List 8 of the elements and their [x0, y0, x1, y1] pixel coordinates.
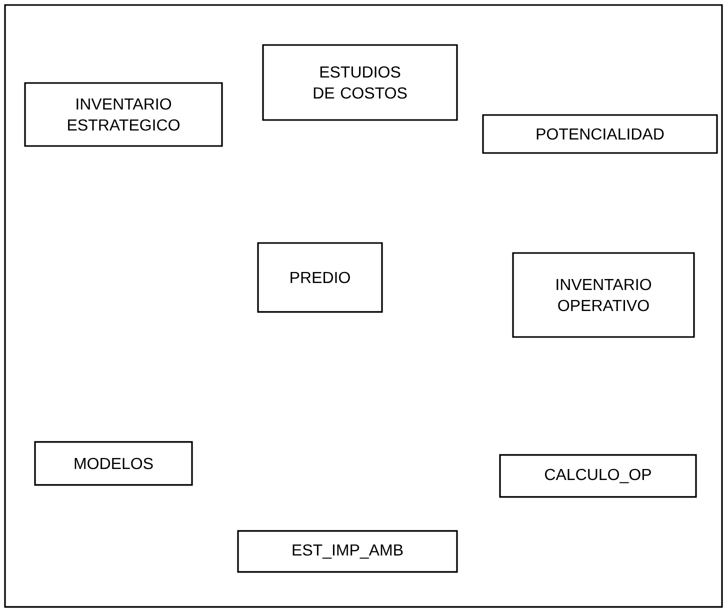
box: MODELOS: [34, 441, 193, 486]
box: INVENTARIO OPERATIVO: [512, 252, 695, 338]
box: PREDIO: [257, 242, 383, 313]
box: EST_IMP_AMB: [237, 530, 458, 573]
box: CALCULO_OP: [499, 454, 697, 498]
box: INVENTARIO ESTRATEGICO: [24, 82, 223, 147]
box: POTENCIALIDAD: [482, 114, 718, 154]
box: ESTUDIOS DE COSTOS: [262, 44, 458, 121]
